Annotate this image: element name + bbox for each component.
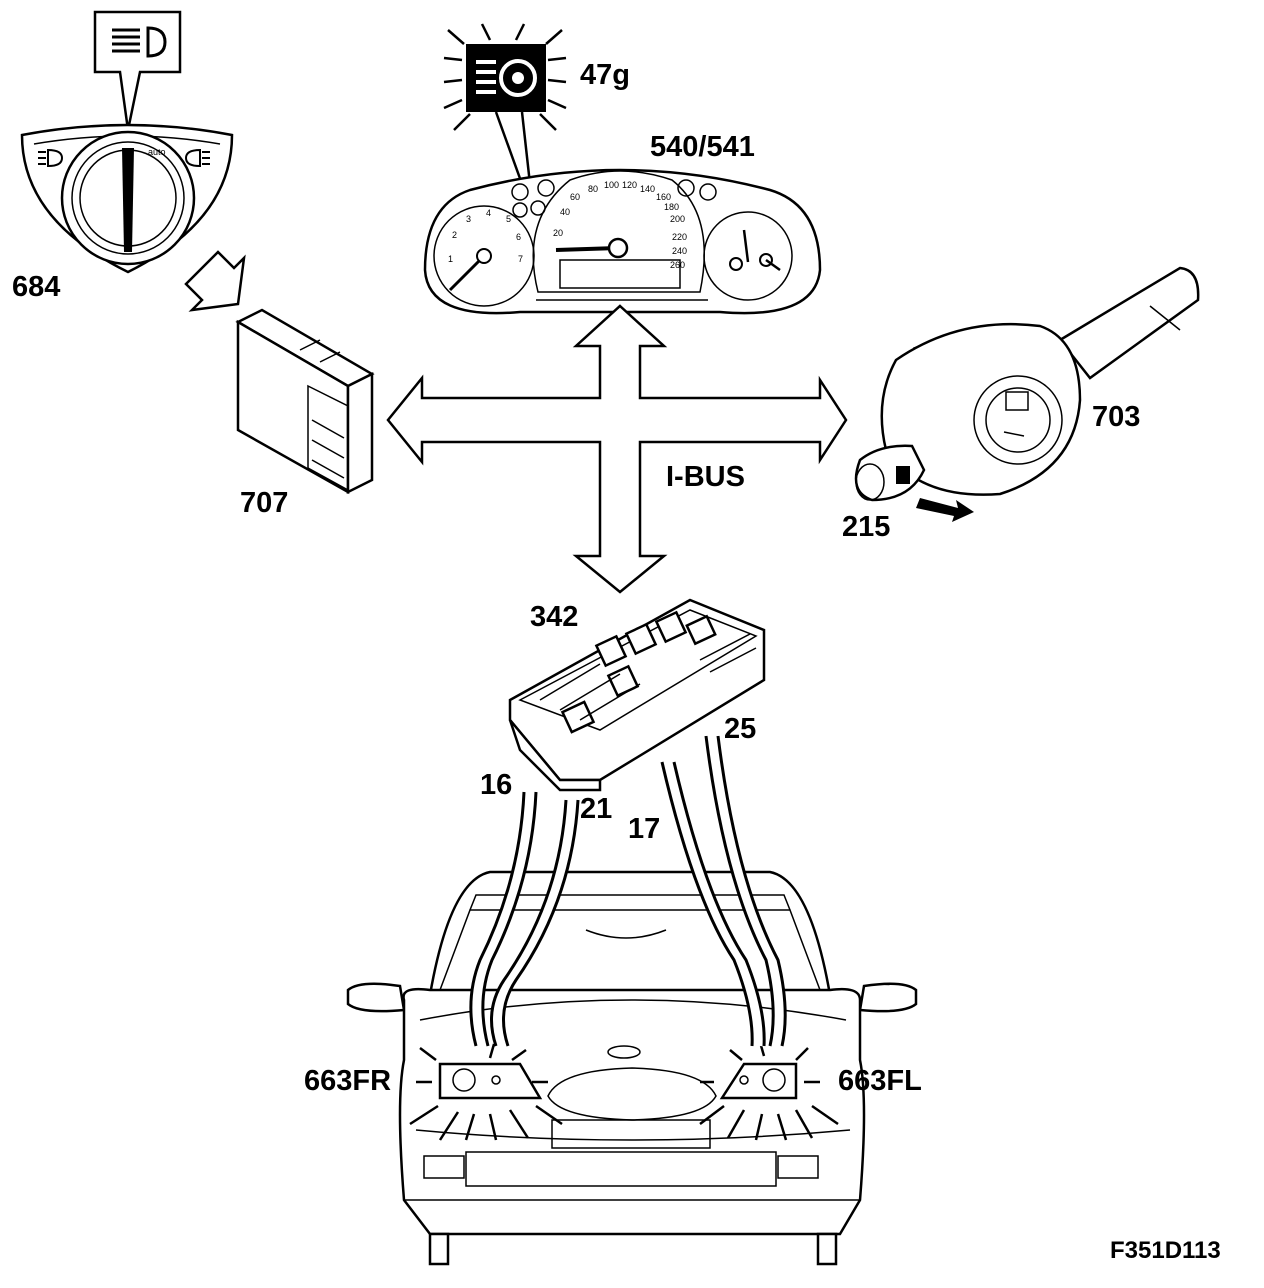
svg-text:180: 180 — [664, 202, 679, 212]
svg-text:240: 240 — [672, 246, 687, 256]
label-16: 16 — [480, 769, 512, 801]
label-25: 25 — [724, 713, 756, 745]
headlamp-icon — [476, 59, 537, 97]
i-bus-arrows: I-BUS — [386, 304, 848, 594]
front-fog-icon — [38, 148, 64, 168]
light-switch-684: auto 684 — [12, 10, 234, 303]
headlamp-light-rays — [409, 1041, 839, 1141]
speedometer: 20 40 60 80 100 120 140 160 180 200 220 … — [553, 180, 687, 270]
stalk-switch-215: 215 — [842, 444, 974, 543]
signal-arrow-684-707 — [184, 250, 246, 312]
control-module-707: 707 — [235, 308, 375, 519]
svg-text:1: 1 — [448, 254, 453, 264]
label-684: 684 — [12, 271, 60, 303]
svg-text:40: 40 — [560, 207, 570, 217]
svg-text:5: 5 — [506, 214, 511, 224]
svg-text:220: 220 — [672, 232, 687, 242]
label-663FR: 663FR — [304, 1065, 391, 1097]
svg-text:2: 2 — [452, 230, 457, 240]
svg-text:auto: auto — [148, 147, 166, 157]
headlamp-icon — [112, 26, 167, 58]
wiring-harness — [469, 735, 787, 1048]
svg-text:140: 140 — [640, 184, 655, 194]
warning-lamp-47g: 47g — [443, 23, 630, 185]
svg-text:4: 4 — [486, 208, 491, 218]
svg-text:260: 260 — [670, 260, 685, 270]
label-47g: 47g — [580, 59, 630, 91]
label-17: 17 — [628, 813, 660, 845]
svg-text:60: 60 — [570, 192, 580, 202]
svg-text:200: 200 — [670, 214, 685, 224]
instrument-cluster-540-541: 20 40 60 80 100 120 140 160 180 200 220 … — [423, 131, 822, 315]
headlamp-663FR — [438, 1062, 543, 1100]
headlamp-663FL — [719, 1062, 798, 1100]
label-342: 342 — [530, 601, 578, 633]
svg-text:100: 100 — [604, 180, 619, 190]
svg-text:80: 80 — [588, 184, 598, 194]
svg-text:120: 120 — [622, 180, 637, 190]
label-i-bus: I-BUS — [666, 461, 745, 493]
car-front-view: 663FR 663FL — [304, 870, 922, 1266]
label-703: 703 — [1092, 401, 1140, 433]
fuse-box-342: 342 25 16 21 17 — [480, 598, 766, 845]
svg-text:20: 20 — [553, 228, 563, 238]
auxiliary-gauge — [703, 211, 793, 301]
label-707: 707 — [240, 487, 288, 519]
svg-text:6: 6 — [516, 232, 521, 242]
stalk-module-703: 215 703 — [842, 266, 1200, 543]
svg-text:3: 3 — [466, 214, 471, 224]
svg-text:7: 7 — [518, 254, 523, 264]
tachometer: 1 2 3 4 5 6 7 — [433, 205, 535, 307]
label-215: 215 — [842, 511, 890, 543]
figure-code: F351D113 — [1110, 1237, 1221, 1264]
rear-fog-icon — [184, 148, 210, 168]
label-21: 21 — [580, 793, 612, 825]
label-540-541: 540/541 — [650, 131, 755, 163]
svg-text:160: 160 — [656, 192, 671, 202]
label-663FL: 663FL — [838, 1065, 922, 1097]
